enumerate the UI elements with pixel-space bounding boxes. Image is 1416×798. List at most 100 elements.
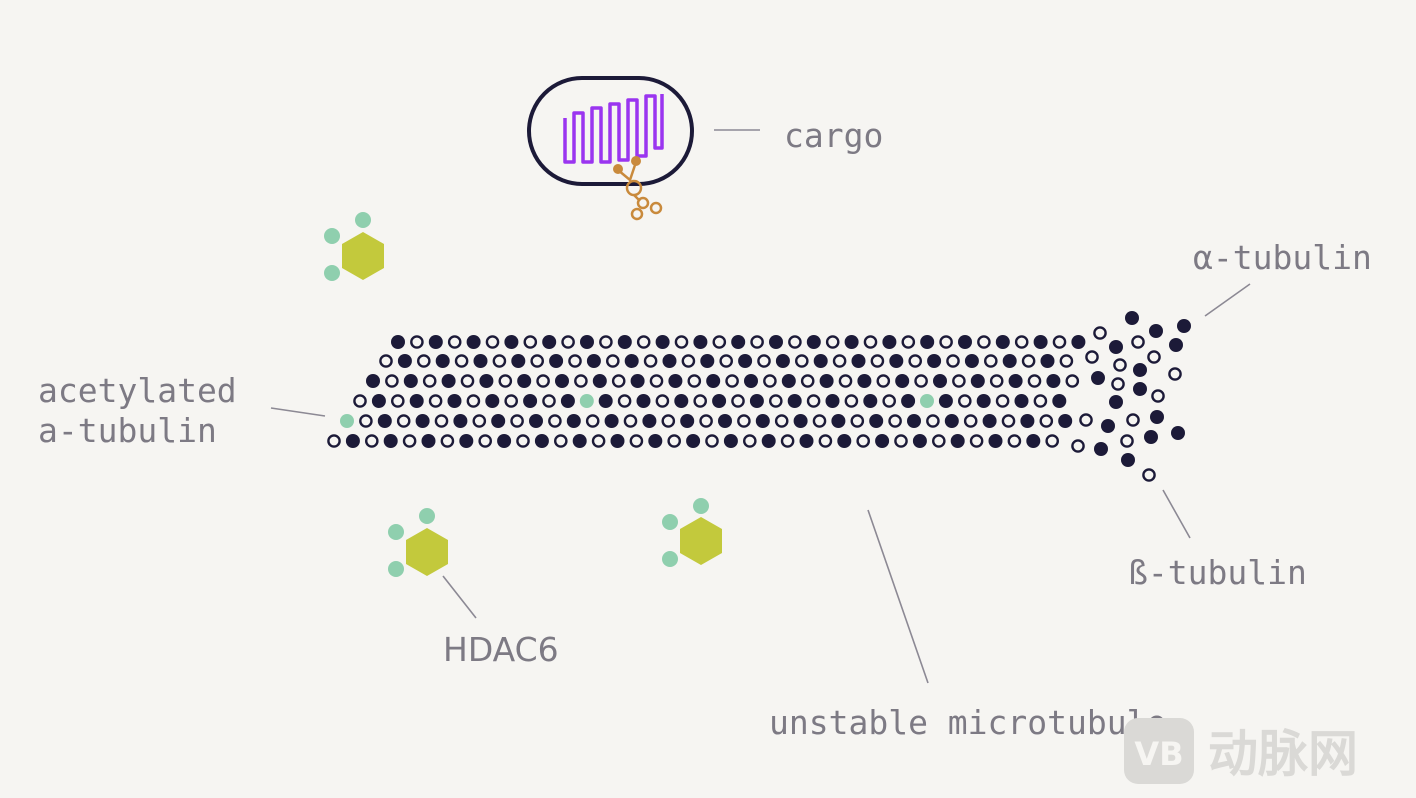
- alpha-tubulin: [441, 374, 456, 388]
- alpha-tubulin: [1171, 426, 1185, 440]
- alpha-tubulin: [982, 414, 997, 428]
- alpha-tubulin: [976, 394, 991, 408]
- alpha-tubulin: [542, 335, 557, 349]
- beta-tubulin: [939, 335, 953, 349]
- acetylated-tubulin: [579, 394, 594, 408]
- beta-tubulin: [1014, 335, 1029, 349]
- alpha-tubulin: [964, 354, 979, 368]
- beta-tubulin: [946, 354, 960, 368]
- beta-tubulin: [611, 374, 626, 388]
- hdac6-enzyme-icon: [662, 498, 722, 567]
- alpha-tubulin: [907, 414, 921, 428]
- alpha-tubulin: [428, 335, 443, 349]
- beta-tubulin: [1085, 350, 1099, 364]
- beta-tubulin: [958, 394, 972, 408]
- beta-tubulin: [952, 374, 966, 388]
- beta-tubulin: [856, 434, 871, 448]
- beta-tubulin: [984, 354, 998, 368]
- beta-tubulin: [750, 335, 764, 349]
- alpha-tubulin: [825, 394, 840, 408]
- beta-tubulin: [870, 354, 885, 368]
- beta-tubulin: [523, 335, 538, 349]
- alpha-tubulin: [473, 354, 488, 368]
- alpha-tubulin: [655, 335, 670, 349]
- alpha-tubulin: [366, 374, 380, 388]
- alpha-tubulin: [648, 434, 663, 448]
- beta-tubulin: [774, 414, 789, 428]
- beta-tubulin: [1126, 413, 1140, 427]
- alpha-tubulin: [1014, 394, 1029, 408]
- beta-tubulin: [731, 394, 745, 408]
- alpha-tubulin: [529, 414, 543, 428]
- alpha-tubulin: [988, 434, 1003, 448]
- beta-tubulin: [510, 414, 524, 428]
- beta-tubulin: [806, 394, 821, 408]
- beta-tubulin: [1113, 358, 1127, 372]
- alpha-tubulin: [787, 394, 802, 408]
- beta-tubulin: [926, 414, 940, 428]
- alpha-tubulin: [680, 414, 695, 428]
- beta-tubulin: [1071, 439, 1085, 453]
- beta-tubulin: [542, 394, 556, 408]
- beta-tubulin: [636, 335, 651, 349]
- alpha-tubulin-label: α-tubulin: [1193, 238, 1372, 277]
- beta-tubulin: [763, 374, 777, 388]
- alpha-tubulin: [345, 434, 360, 448]
- beta-tubulin: [1059, 354, 1074, 368]
- alpha-tubulin: [950, 434, 965, 448]
- beta-tubulin: [629, 434, 644, 448]
- beta-tubulin: [850, 414, 865, 428]
- alpha-tubulin: [851, 354, 866, 368]
- alpha-tubulin: [1046, 374, 1061, 388]
- beta-tubulin: [1142, 468, 1156, 482]
- beta-tubulin-label: ß-tubulin: [1128, 553, 1307, 592]
- watermark-logo-letters: VB: [1134, 735, 1183, 773]
- beta-tubulin: [667, 434, 682, 448]
- beta-tubulin: [1021, 354, 1036, 368]
- alpha-tubulin: [912, 434, 927, 448]
- microtubule-lattice: [327, 335, 1086, 448]
- beta-tubulin: [498, 374, 513, 388]
- alpha-tubulin: [700, 354, 715, 368]
- alpha-tubulin: [920, 335, 935, 349]
- alpha-tubulin: [895, 374, 910, 388]
- alpha-tubulin: [1125, 311, 1139, 325]
- beta-tubulin: [447, 335, 462, 349]
- alpha-tubulin: [706, 374, 721, 388]
- alpha-tubulin: [831, 414, 846, 428]
- alpha-tubulin: [511, 354, 526, 368]
- beta-tubulin: [995, 394, 1010, 408]
- beta-tubulin: [516, 434, 530, 448]
- beta-tubulin: [699, 414, 713, 428]
- alpha-tubulin: [869, 414, 884, 428]
- microtubule-label: unstable microtubule: [769, 703, 1166, 742]
- beta-tubulin: [705, 434, 719, 448]
- beta-tubulin: [434, 414, 449, 428]
- beta-tubulin: [901, 335, 916, 349]
- beta-tubulin: [1027, 374, 1042, 388]
- beta-tubulin: [825, 335, 840, 349]
- acetylated-leader: [270, 407, 326, 417]
- alpha-tubulin: [731, 335, 746, 349]
- alpha-tubulin: [1133, 363, 1147, 377]
- microtubule-leader: [867, 509, 929, 684]
- beta-tubulin: [757, 354, 771, 368]
- alpha-tubulin: [662, 354, 677, 368]
- alpha-tubulin: [421, 434, 436, 448]
- alpha-tubulin: [642, 414, 657, 428]
- alpha-tubulin: [927, 354, 942, 368]
- cargo-vesicle-icon: [527, 76, 694, 186]
- alpha-tubulin: [403, 374, 418, 388]
- beta-tubulin: [963, 414, 978, 428]
- alpha-tubulin: [1091, 371, 1105, 385]
- alpha-tubulin: [572, 434, 587, 448]
- beta-tubulin: [478, 434, 493, 448]
- motor-protein-icon: [613, 156, 663, 221]
- alpha-tubulin: [453, 414, 468, 428]
- beta-tubulin: [1147, 350, 1161, 364]
- hdac6-enzyme-icon: [324, 212, 384, 281]
- alpha-tubulin: [933, 374, 947, 388]
- alpha-tubulin: [744, 374, 758, 388]
- alpha-tubulin: [566, 414, 581, 428]
